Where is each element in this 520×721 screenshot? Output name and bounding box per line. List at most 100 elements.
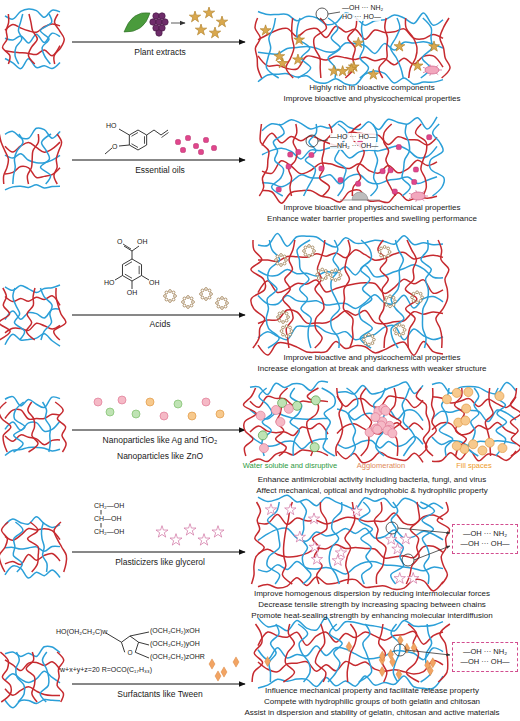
ring-bead — [362, 338, 365, 341]
polymer-network — [255, 12, 450, 86]
polymer-chain — [415, 124, 426, 196]
additive-diamond — [379, 651, 385, 661]
polymer-chain — [297, 18, 311, 78]
additive-star — [328, 65, 339, 75]
property-text: Highly rich in bioactive components — [309, 84, 434, 93]
ring-bead — [334, 279, 337, 282]
polymer-chain — [5, 309, 60, 320]
ring-bead — [324, 270, 327, 273]
oil-droplet — [388, 168, 393, 173]
polymer-chain — [379, 624, 387, 682]
additive-star — [189, 11, 200, 22]
nanoparticle — [388, 429, 397, 438]
bond-text: —OH ··· OH— — [460, 657, 509, 667]
polymer-chain — [359, 624, 372, 682]
polymer-chain — [283, 240, 295, 348]
ring-bead — [283, 262, 286, 265]
polymer-network — [0, 285, 66, 346]
polymer-chain — [243, 388, 256, 456]
nanoparticle — [160, 412, 168, 420]
additive-diamond — [221, 667, 227, 677]
ring-bead — [201, 296, 204, 299]
additive-star — [429, 41, 440, 51]
ring-bead — [308, 255, 311, 258]
polymer-chain — [5, 517, 60, 528]
polymer-chain — [5, 699, 60, 707]
polymer-chain — [54, 14, 64, 64]
polymer-chain — [26, 652, 37, 702]
ring-bead — [169, 300, 172, 303]
additive-diamond — [427, 666, 433, 676]
additive-diamond — [396, 669, 402, 679]
acid-ring — [393, 323, 406, 336]
ring-bead — [384, 300, 387, 303]
water-drop — [352, 192, 368, 200]
ring-bead — [217, 298, 220, 301]
nanoparticle — [371, 413, 380, 422]
acid-ring — [411, 291, 424, 304]
polymer-chain — [328, 624, 342, 682]
leader-line — [398, 528, 450, 533]
polymer-chain — [5, 421, 60, 431]
berry-icon — [156, 19, 162, 25]
additive-star — [353, 37, 364, 47]
ring-bead — [165, 298, 168, 301]
polymer-chain — [510, 388, 520, 456]
ring-bead — [387, 254, 390, 257]
nanoparticle — [118, 396, 126, 404]
nanoparticle — [381, 406, 390, 415]
ring-bead — [278, 312, 281, 315]
ring-bead — [192, 301, 195, 304]
oil-droplet — [412, 180, 417, 185]
polymer-chain — [27, 134, 38, 184]
ring-bead — [402, 325, 405, 328]
polymer-chain — [304, 124, 317, 196]
additive-diamond — [209, 659, 215, 669]
nanoparticle — [284, 404, 293, 413]
ring-bead — [324, 277, 327, 280]
double-bond — [125, 262, 132, 266]
polymer-chain — [283, 624, 294, 682]
nanoparticle — [452, 441, 461, 450]
property-text: Compete with hydrophilic groups of both … — [264, 698, 480, 707]
ring-bead — [416, 291, 419, 294]
polymer-network — [259, 117, 444, 203]
additive-diamond — [404, 643, 410, 653]
microbe-body — [411, 192, 425, 200]
polymer-chain — [359, 502, 372, 584]
oil-droplet — [212, 146, 217, 151]
additive-star — [294, 34, 305, 44]
oil-droplet — [204, 138, 209, 143]
polymer-chain — [297, 240, 311, 348]
ring-bead — [190, 304, 193, 307]
acid-ring — [303, 245, 316, 258]
double-bond — [123, 244, 131, 249]
additive-star — [294, 531, 305, 542]
polymer-chain — [54, 522, 67, 572]
ring-bead — [395, 332, 398, 335]
acid-ring — [280, 325, 293, 338]
property-text: Improve bioactive and physicochemical pr… — [284, 95, 461, 104]
double-bond — [144, 136, 145, 144]
ring-bead — [174, 295, 177, 298]
polymer-chain — [41, 134, 52, 184]
polymer-chain — [331, 240, 340, 348]
polymer-chain — [430, 124, 445, 196]
polymer-chain — [328, 18, 340, 78]
bond-line — [161, 130, 168, 135]
atom-label: O — [127, 649, 132, 656]
ring-bead — [289, 326, 292, 329]
nanoparticle — [258, 431, 267, 440]
ring-bead — [419, 292, 422, 295]
polymer-chain — [5, 33, 60, 43]
polymer-chain — [343, 240, 353, 348]
additive-star — [293, 54, 304, 64]
additive-diamond — [390, 657, 396, 667]
double-bond — [132, 133, 138, 137]
polymer-chain — [0, 652, 11, 702]
ring-bead — [372, 338, 375, 341]
bond-line — [132, 251, 133, 259]
polymer-chain — [54, 288, 66, 340]
polymer-chain — [28, 14, 37, 64]
additive-star — [170, 534, 182, 545]
